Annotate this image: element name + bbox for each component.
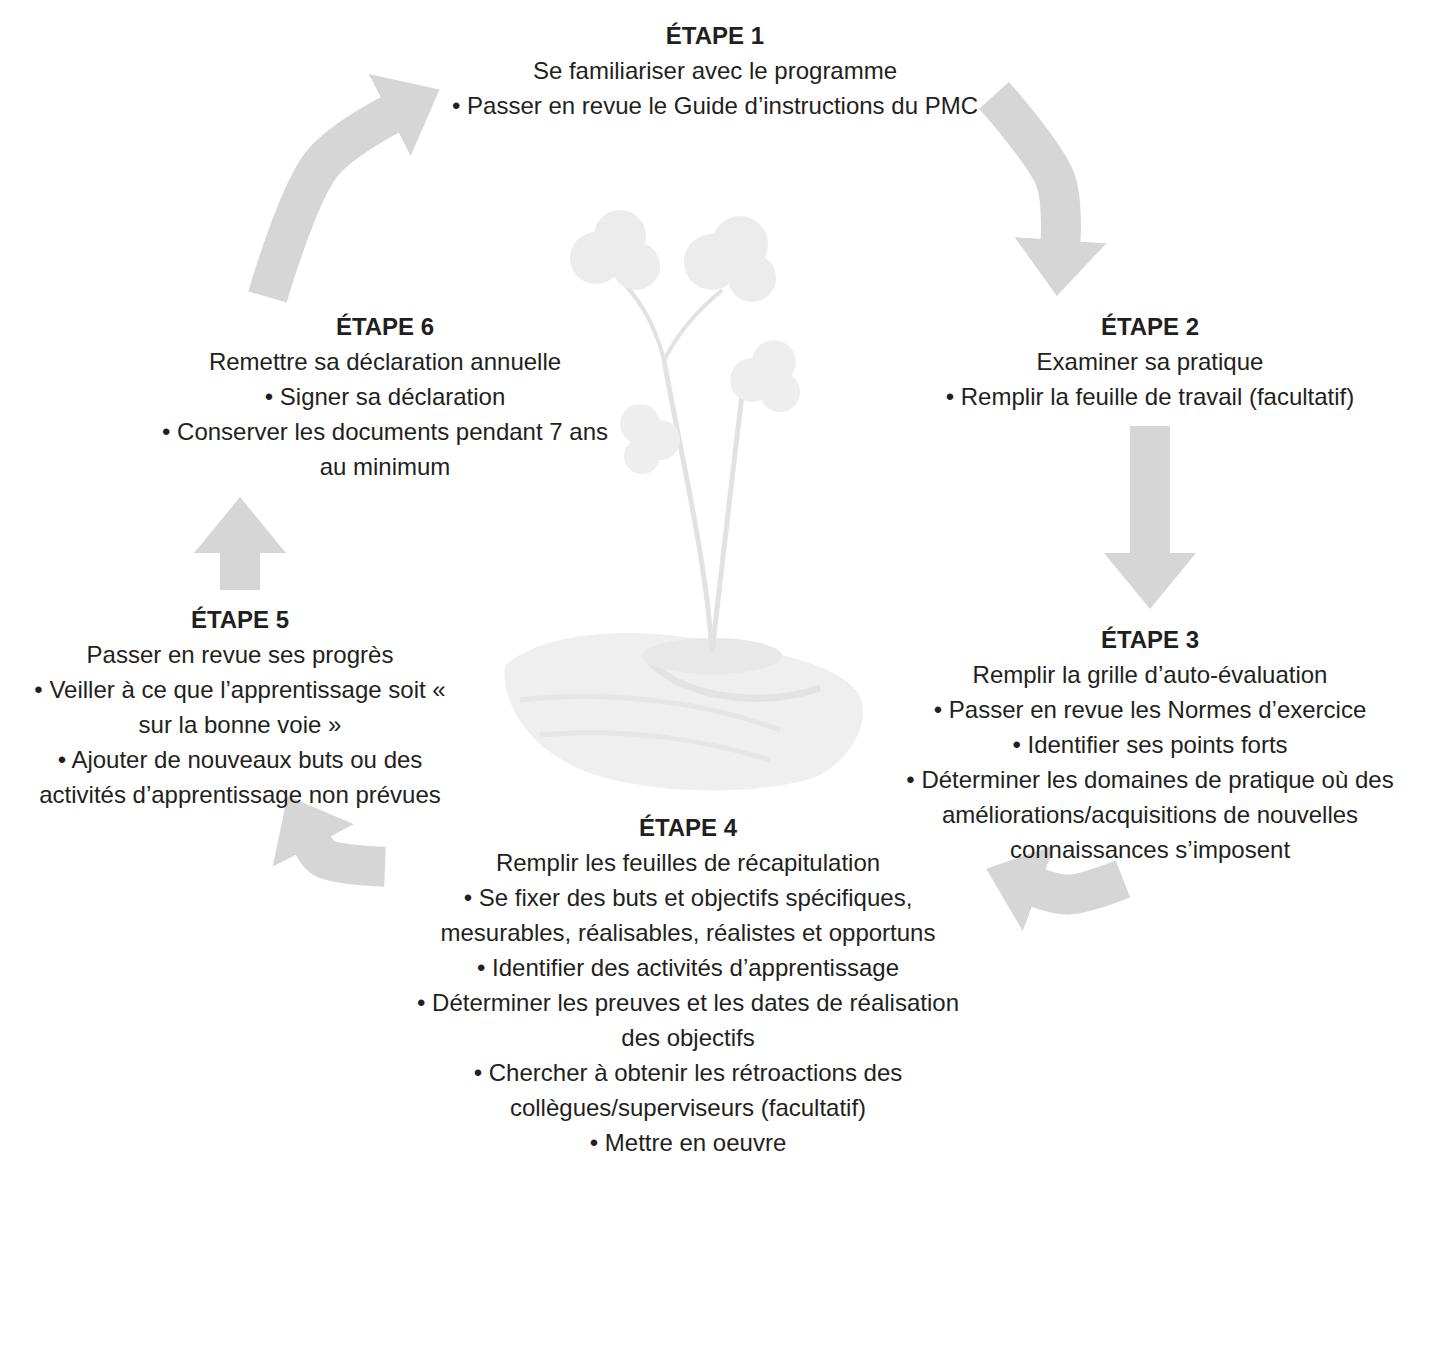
step-block: ÉTAPE 4Remplir les feuilles de récapitul… — [393, 806, 983, 1164]
step-title: Passer en revue ses progrès — [18, 637, 462, 672]
step-bullet: • Passer en revue le Guide d’instruction… — [452, 88, 978, 123]
step-heading: ÉTAPE 6 — [158, 309, 612, 344]
cycle-arrow — [313, 845, 385, 867]
step-bullet: • Identifier ses points forts — [888, 727, 1412, 762]
cycle-arrow — [268, 115, 391, 297]
cycle-arrow — [220, 552, 260, 590]
cycle-arrow — [994, 95, 1061, 241]
step-bullet: • Veiller à ce que l’apprentissage soit … — [18, 672, 462, 742]
step-block: ÉTAPE 1Se familiariser avec le programme… — [444, 14, 986, 127]
step-block: ÉTAPE 2Examiner sa pratique• Remplir la … — [938, 305, 1363, 418]
step-heading: ÉTAPE 5 — [18, 602, 462, 637]
step-title: Examiner sa pratique — [946, 344, 1355, 379]
step-title: Remplir la grille d’auto-évaluation — [888, 657, 1412, 692]
step-bullet: • Ajouter de nouveaux buts ou des activi… — [18, 742, 462, 812]
step-bullet: • Mettre en oeuvre — [401, 1125, 975, 1160]
step-bullet: • Signer sa déclaration — [158, 379, 612, 414]
step-block: ÉTAPE 5Passer en revue ses progrès• Veil… — [10, 598, 470, 816]
step-bullet: • Remplir la feuille de travail (faculta… — [946, 379, 1355, 414]
step-heading: ÉTAPE 4 — [401, 810, 975, 845]
step-bullet: • Identifier des activités d’apprentissa… — [401, 950, 975, 985]
step-bullet: • Déterminer les preuves et les dates de… — [401, 985, 975, 1055]
step-block: ÉTAPE 6Remettre sa déclaration annuelle•… — [150, 305, 620, 488]
step-title: Remplir les feuilles de récapitulation — [401, 845, 975, 880]
cycle-arrow — [1038, 879, 1123, 895]
hand — [504, 633, 863, 791]
step-block: ÉTAPE 3Remplir la grille d’auto-évaluati… — [880, 618, 1420, 871]
step-bullet: • Passer en revue les Normes d’exercice — [888, 692, 1412, 727]
step-heading: ÉTAPE 2 — [946, 309, 1355, 344]
step-title: Remettre sa déclaration annuelle — [158, 344, 612, 379]
step-heading: ÉTAPE 3 — [888, 622, 1412, 657]
step-bullet: • Conserver les documents pendant 7 ans … — [158, 414, 612, 484]
step-bullet: • Déterminer les domaines de pratique où… — [888, 762, 1412, 867]
step-bullet: • Se fixer des buts et objectifs spécifi… — [401, 880, 975, 950]
step-bullet: • Chercher à obtenir les rétroactions de… — [401, 1055, 975, 1125]
step-heading: ÉTAPE 1 — [452, 18, 978, 53]
step-title: Se familiariser avec le programme — [452, 53, 978, 88]
cycle-arrow — [1130, 426, 1170, 554]
